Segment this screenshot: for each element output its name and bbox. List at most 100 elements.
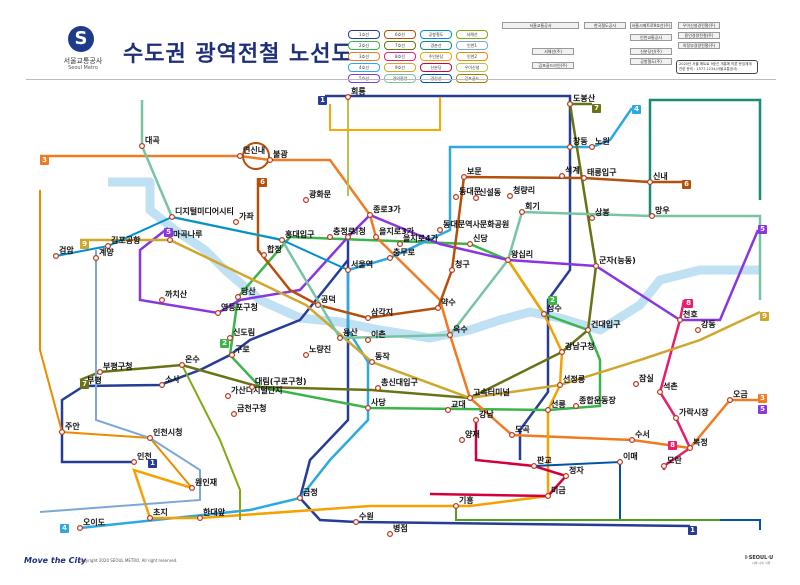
station-label[interactable]: 판교 xyxy=(537,455,552,465)
station-label[interactable]: 연신내 xyxy=(243,145,265,155)
transfer-station-marker[interactable] xyxy=(327,234,334,241)
station-label[interactable]: 금천구청 xyxy=(237,403,266,413)
station-label[interactable]: 양재 xyxy=(465,429,480,439)
station-label[interactable]: 옥수 xyxy=(453,324,468,334)
station-label[interactable]: 가락시장 xyxy=(679,407,709,417)
station-label[interactable]: 종로3가 xyxy=(373,204,401,214)
transfer-station-marker[interactable] xyxy=(303,352,310,359)
transfer-station-marker[interactable] xyxy=(189,485,196,492)
transfer-station-marker[interactable] xyxy=(279,237,286,244)
transfer-station-marker[interactable] xyxy=(473,417,480,424)
station-label[interactable]: 도봉산 xyxy=(573,93,596,103)
station-label[interactable]: 인천시청 xyxy=(153,427,182,437)
station-label[interactable]: 병점 xyxy=(393,523,408,533)
station-label[interactable]: 영등포구청 xyxy=(221,302,258,312)
transfer-station-marker[interactable] xyxy=(215,310,222,317)
transfer-station-marker[interactable] xyxy=(167,237,174,244)
transfer-station-marker[interactable] xyxy=(267,157,274,164)
transfer-station-marker[interactable] xyxy=(397,241,404,248)
station-label[interactable]: 서울역 xyxy=(351,259,373,269)
transfer-station-marker[interactable] xyxy=(369,359,376,366)
transfer-station-marker[interactable] xyxy=(544,493,551,500)
station-label[interactable]: 까치산 xyxy=(165,289,188,299)
station-label[interactable]: 건대입구 xyxy=(591,319,621,329)
station-label[interactable]: 창동 xyxy=(573,136,588,146)
station-label[interactable]: 노원 xyxy=(595,136,610,146)
station-label[interactable]: 동대문역사문화공원 xyxy=(443,219,509,229)
transfer-station-marker[interactable] xyxy=(473,195,480,202)
transfer-station-marker[interactable] xyxy=(147,435,154,442)
transfer-station-marker[interactable] xyxy=(104,243,111,250)
station-label[interactable]: 검암 xyxy=(59,245,74,255)
station-label[interactable]: 미금 xyxy=(551,485,566,495)
transfer-station-marker[interactable] xyxy=(365,315,372,322)
station-label[interactable]: 망우 xyxy=(655,205,670,215)
transfer-station-marker[interactable] xyxy=(672,415,679,422)
station-label[interactable]: 모란 xyxy=(667,455,682,465)
transfer-station-marker[interactable] xyxy=(628,437,635,444)
transfer-station-marker[interactable] xyxy=(345,234,352,241)
station-label[interactable]: 선릉 xyxy=(551,399,566,409)
transfer-station-marker[interactable] xyxy=(572,403,579,410)
transfer-station-marker[interactable] xyxy=(530,463,537,470)
station-label[interactable]: 기흥 xyxy=(459,495,474,505)
station-label[interactable]: 오금 xyxy=(733,390,748,399)
station-label[interactable]: 충무로 xyxy=(393,247,416,257)
station-label[interactable]: 신당 xyxy=(473,233,488,243)
station-label[interactable]: 부평 xyxy=(87,375,102,385)
transfer-station-marker[interactable] xyxy=(453,194,460,201)
station-label[interactable]: 신설동 xyxy=(479,187,502,197)
station-label[interactable]: 을지로3가 xyxy=(379,226,415,236)
station-label[interactable]: 부평구청 xyxy=(103,361,132,371)
transfer-station-marker[interactable] xyxy=(365,405,372,412)
station-label[interactable]: 수원 xyxy=(359,511,374,521)
transfer-station-marker[interactable] xyxy=(367,212,374,219)
transfer-station-marker[interactable] xyxy=(544,407,551,414)
station-label[interactable]: 초지 xyxy=(153,507,168,517)
transfer-station-marker[interactable] xyxy=(353,518,360,525)
station-label[interactable]: 이촌 xyxy=(371,329,386,339)
station-label[interactable]: 약수 xyxy=(441,297,456,307)
station-label[interactable]: 성수 xyxy=(547,303,562,313)
transfer-station-marker[interactable] xyxy=(584,327,591,334)
transfer-station-marker[interactable] xyxy=(96,369,103,376)
transfer-station-marker[interactable] xyxy=(449,267,456,274)
transfer-station-marker[interactable] xyxy=(315,302,322,309)
station-label[interactable]: 동작 xyxy=(375,351,390,361)
station-label[interactable]: 천호 xyxy=(683,309,698,319)
station-label[interactable]: 김포공항 xyxy=(111,235,141,245)
transfer-station-marker[interactable] xyxy=(159,297,166,304)
station-label[interactable]: 소사 xyxy=(165,374,180,384)
station-label[interactable]: 노량진 xyxy=(309,344,331,354)
station-label[interactable]: 청구 xyxy=(455,259,470,269)
station-label[interactable]: 금정 xyxy=(303,487,318,497)
transfer-station-marker[interactable] xyxy=(139,143,146,150)
station-label[interactable]: 청량리 xyxy=(513,185,535,195)
transfer-station-marker[interactable] xyxy=(556,382,563,389)
transfer-station-marker[interactable] xyxy=(562,473,569,480)
transfer-station-marker[interactable] xyxy=(345,267,352,274)
station-label[interactable]: 마곡나루 xyxy=(173,229,203,239)
station-label[interactable]: 보문 xyxy=(467,167,482,176)
station-label[interactable]: 충정로 xyxy=(333,226,356,236)
transfer-station-marker[interactable] xyxy=(261,252,268,259)
station-label[interactable]: 한대앞 xyxy=(203,507,226,517)
transfer-station-marker[interactable] xyxy=(387,255,394,262)
station-label[interactable]: 합정 xyxy=(267,244,282,254)
station-label[interactable]: 신내 xyxy=(653,171,668,181)
station-label[interactable]: 온수 xyxy=(185,355,200,364)
transfer-station-marker[interactable] xyxy=(540,311,547,318)
station-label[interactable]: 강남 xyxy=(479,409,494,419)
station-label[interactable]: 시청 xyxy=(351,226,366,236)
station-label[interactable]: 가산디지털단지 xyxy=(231,385,283,395)
station-label[interactable]: 광화문 xyxy=(309,189,332,199)
transfer-station-marker[interactable] xyxy=(435,305,442,312)
station-label[interactable]: 불광 xyxy=(273,149,288,159)
transfer-station-marker[interactable] xyxy=(297,495,304,502)
station-label[interactable]: 대곡 xyxy=(145,135,160,145)
transfer-station-marker[interactable] xyxy=(345,93,352,100)
station-label[interactable]: 회기 xyxy=(525,201,540,211)
transfer-station-marker[interactable] xyxy=(237,153,244,160)
transfer-station-marker[interactable] xyxy=(131,459,138,466)
transfer-station-marker[interactable] xyxy=(197,514,204,521)
